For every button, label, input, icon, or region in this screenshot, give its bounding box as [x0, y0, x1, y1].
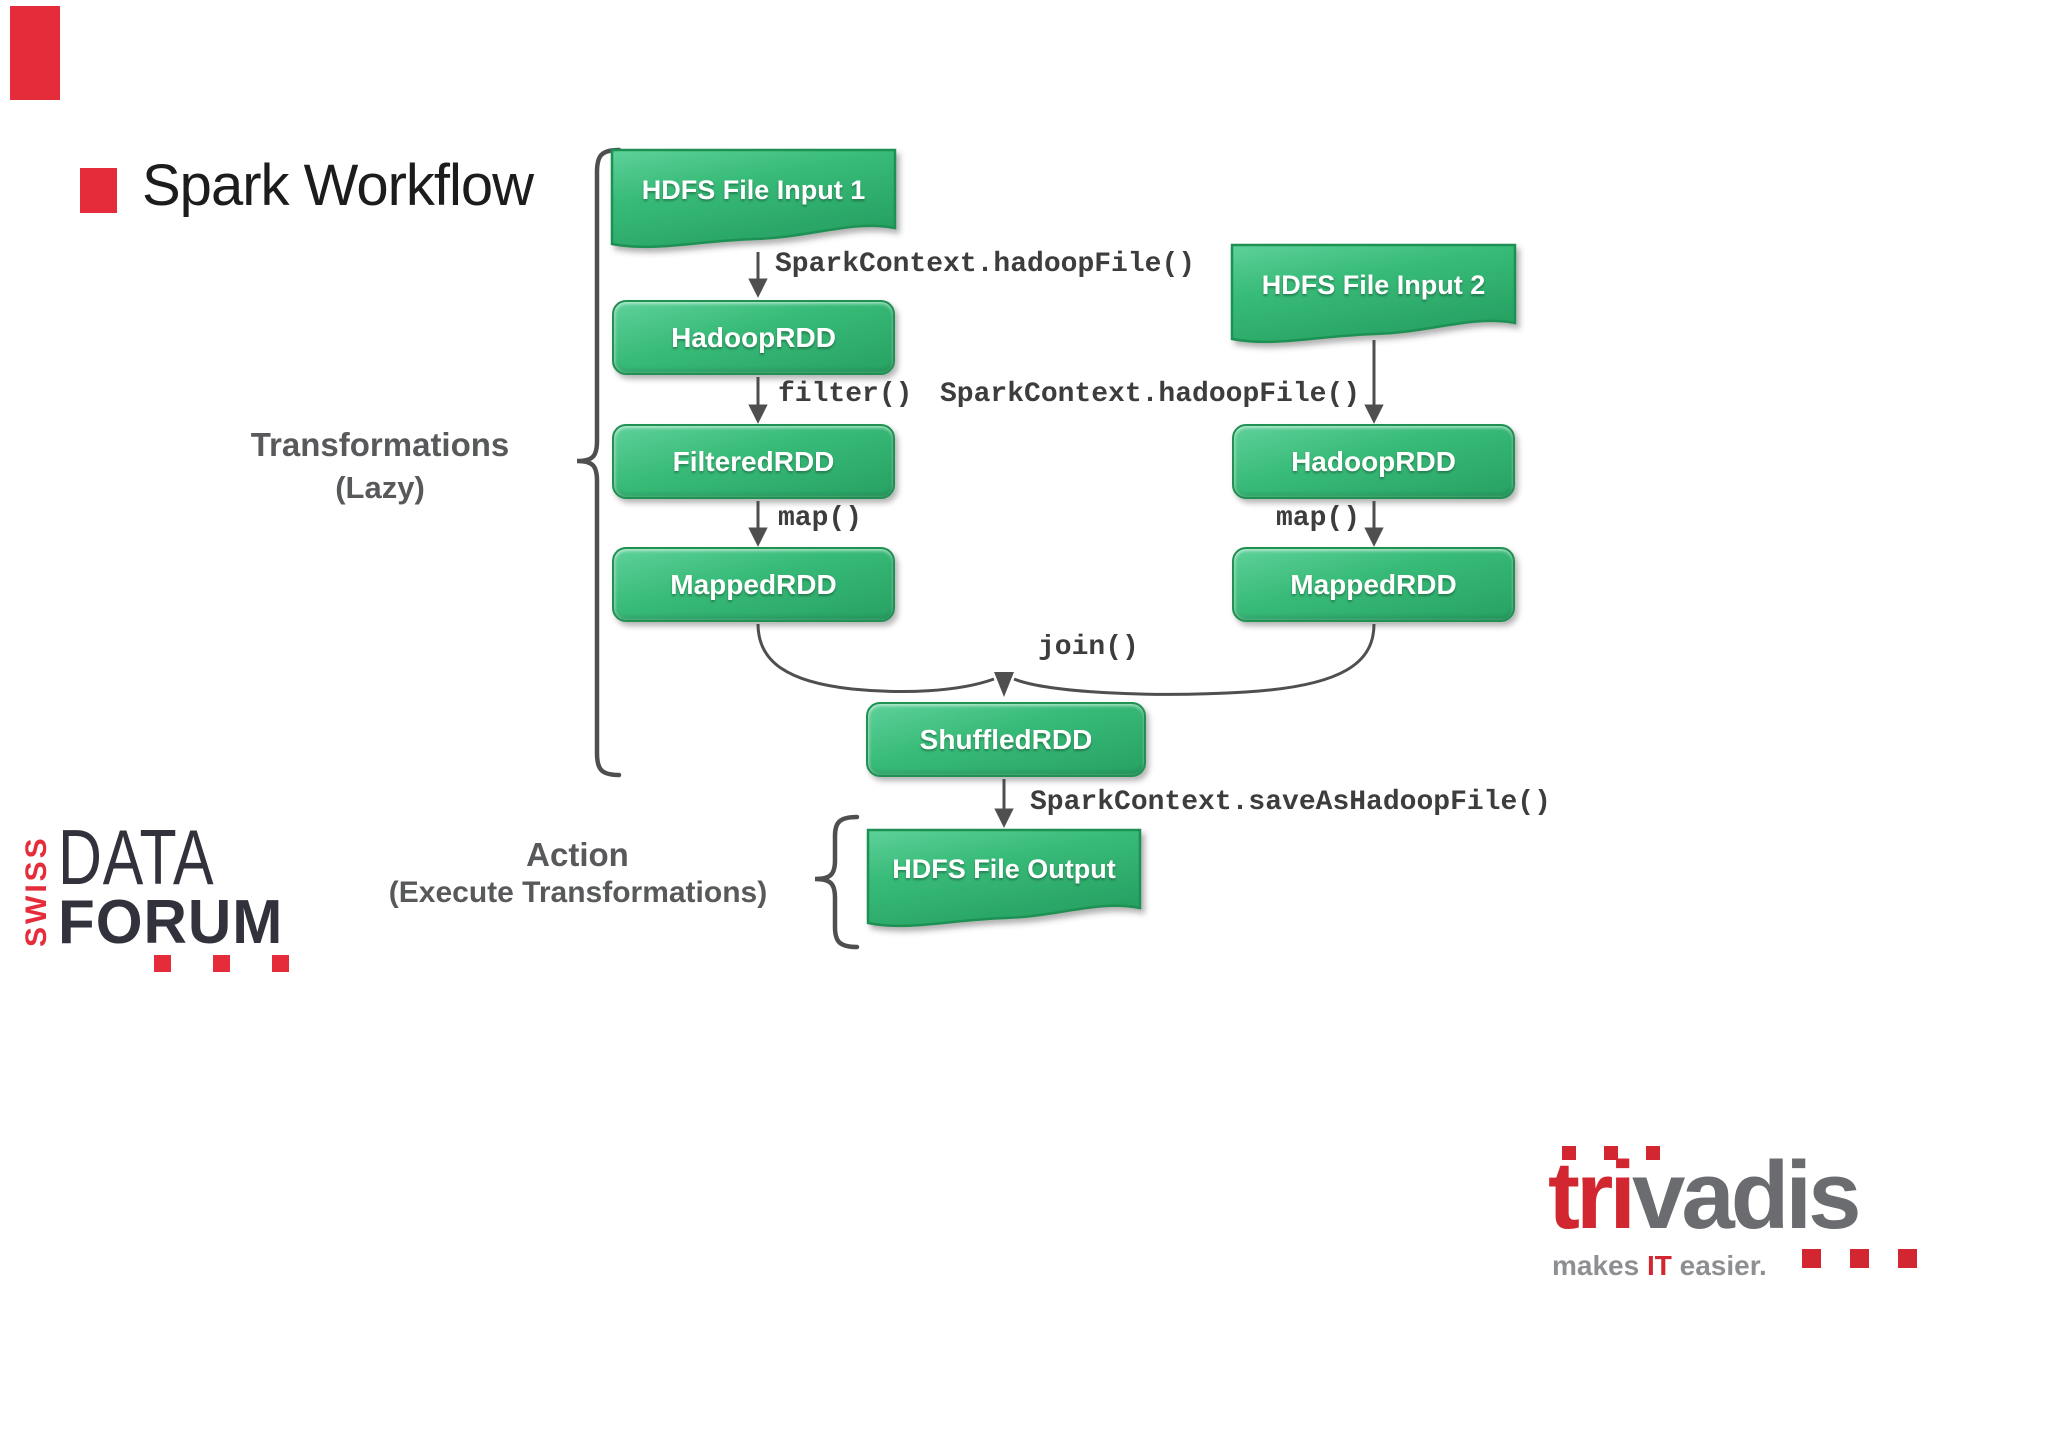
sdf-red-square-2	[213, 955, 230, 972]
join-arrowhead	[994, 672, 1014, 697]
action-brace	[814, 814, 860, 950]
transformations-lazy-label: (Lazy)	[335, 470, 425, 505]
sdf-red-square-1	[154, 955, 171, 972]
node-hdfs-file-input-1: HDFS File Input 1	[641, 174, 866, 205]
sdf-red-square-3	[272, 955, 289, 972]
trivadis-dot-2	[1604, 1146, 1618, 1160]
file-input-1-shape	[610, 148, 897, 249]
edge-label-filter: filter()	[778, 379, 913, 410]
node-hdfs-file-output: HDFS File Output	[892, 853, 1116, 884]
trivadis-dot-3	[1646, 1146, 1660, 1160]
edge-label-map-right: map()	[1276, 503, 1361, 534]
edge-label-hadoopfile-left: SparkContext.hadoopFile()	[775, 249, 1196, 280]
edge-label-hadoopfile-right: SparkContext.hadoopFile()	[940, 379, 1361, 410]
edge-label-map-left: map()	[778, 503, 863, 534]
tagline-it: IT	[1646, 1250, 1672, 1281]
trivadis-square-3	[1898, 1249, 1917, 1268]
page-title: Spark Workflow	[142, 153, 534, 218]
node-hdfs-file-input-2: HDFS File Input 2	[1261, 269, 1486, 300]
node-hadoop-rdd-right: HadoopRDD	[1232, 424, 1515, 499]
edge-label-join: join()	[1038, 632, 1139, 663]
trivadis-square-2	[1850, 1249, 1869, 1268]
file-input-2-shape	[1230, 243, 1517, 344]
file-output-shape	[866, 828, 1142, 928]
node-hadoop-rdd-left: HadoopRDD	[612, 300, 895, 375]
trivadis-vadis: vadis	[1632, 1142, 1861, 1249]
node-mapped-rdd-right: MappedRDD	[1232, 547, 1515, 622]
tagline-easier: easier.	[1671, 1250, 1767, 1281]
trivadis-wordmark: trivadis	[1548, 1148, 1861, 1244]
node-shuffled-rdd: ShuffledRDD	[866, 702, 1146, 777]
node-mapped-rdd-left: MappedRDD	[612, 547, 895, 622]
flow-arrows	[748, 252, 1384, 828]
sdf-forum-text: FORUM	[58, 888, 284, 957]
trivadis-square-1	[1802, 1249, 1821, 1268]
transformations-brace	[576, 147, 622, 778]
trivadis-tagline: makes IT easier.	[1552, 1250, 1767, 1282]
action-execute-label: (Execute Transformations)	[388, 876, 768, 909]
join-curves	[756, 623, 1376, 696]
edge-label-save-as-hadoopfile: SparkContext.saveAsHadoopFile()	[1030, 787, 1551, 818]
sdf-data-text: DATA	[58, 813, 215, 901]
node-filtered-rdd: FilteredRDD	[612, 424, 895, 499]
sdf-swiss-text: SWISS	[20, 835, 53, 947]
slide-corner-accent	[10, 6, 60, 100]
transformations-label: Transformations	[250, 426, 510, 463]
trivadis-dot-1	[1562, 1146, 1576, 1160]
trivadis-tri: tri	[1548, 1142, 1636, 1249]
title-bullet	[80, 168, 117, 213]
action-label: Action	[526, 836, 629, 873]
tagline-makes: makes	[1552, 1250, 1647, 1281]
